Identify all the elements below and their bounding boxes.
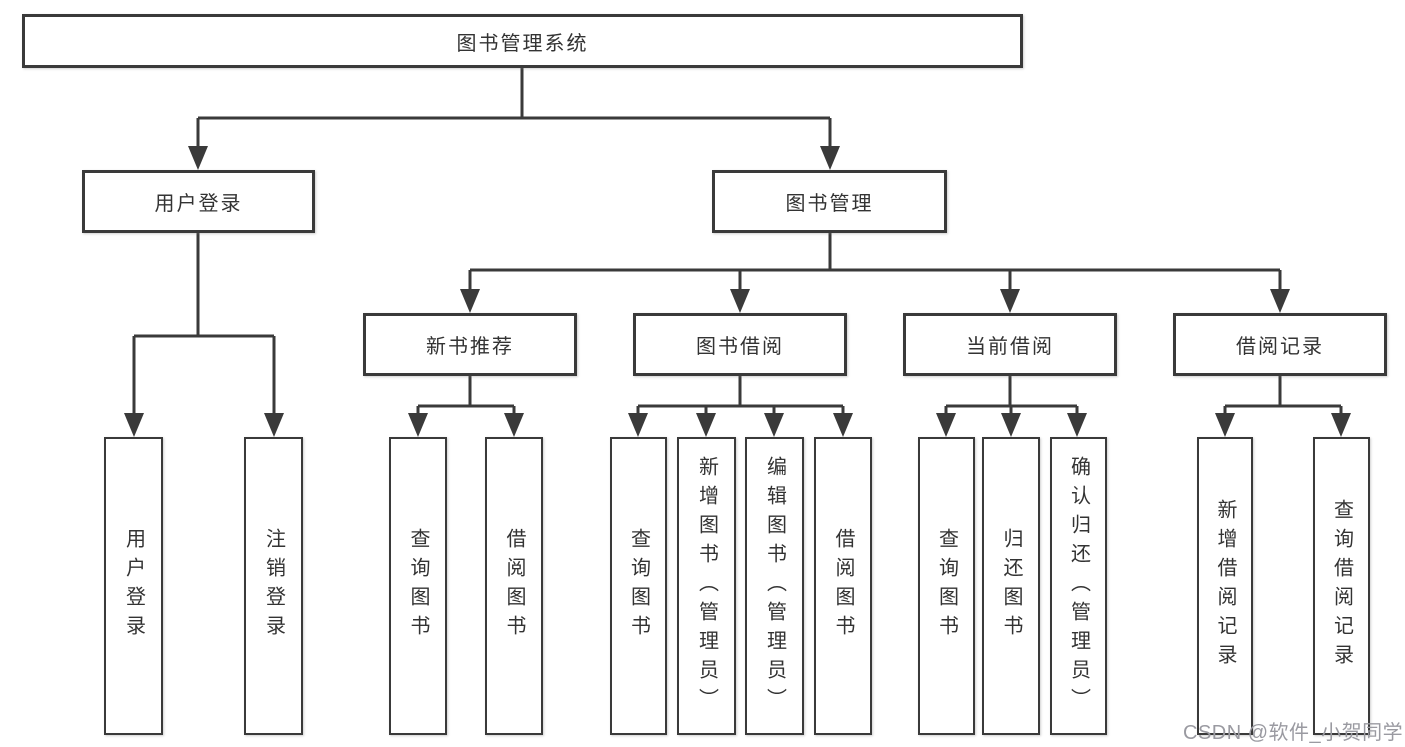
arrowhead (1215, 413, 1235, 437)
edge-lines-borrow-record (1223, 376, 1343, 417)
arrowhead (1067, 413, 1087, 437)
leaf-add-book-admin: 新增图书（管理员） (677, 437, 736, 735)
leaf-borrow-book-2: 借阅图书 (814, 437, 872, 735)
node-new-book-recommend: 新书推荐 (363, 313, 577, 376)
edges-root-to-level2 (188, 68, 840, 170)
node-borrow-record: 借阅记录 (1173, 313, 1387, 376)
arrowhead-new-book (460, 289, 480, 313)
arrowhead (696, 413, 716, 437)
arrowhead-leaf-logout (264, 413, 284, 437)
edge-lines-book-borrow (636, 376, 845, 417)
edges-new-book-branch (408, 376, 524, 437)
leaf-logout: 注销登录 (244, 437, 303, 735)
arrowhead-book-mgmt (820, 146, 840, 170)
arrowhead (408, 413, 428, 437)
node-book-management: 图书管理 (712, 170, 947, 233)
edge-lines-current-borrow (944, 376, 1079, 417)
leaf-add-borrow-record: 新增借阅记录 (1197, 437, 1253, 735)
arrowhead-current-borrow (1000, 289, 1020, 313)
arrowhead (764, 413, 784, 437)
edge-lines-book-mgmt (468, 233, 1282, 293)
leaf-query-book-1: 查询图书 (389, 437, 447, 735)
arrowhead-book-borrow (730, 289, 750, 313)
edges-borrow-record-branch (1215, 376, 1351, 437)
arrowhead (1001, 413, 1021, 437)
leaf-edit-book-admin: 编辑图书（管理员） (745, 437, 804, 735)
arrowhead (833, 413, 853, 437)
edges-current-borrow-branch (936, 376, 1087, 437)
arrowhead-leaf-login (124, 413, 144, 437)
edge-lines-root (196, 68, 832, 150)
leaf-borrow-book-1: 借阅图书 (485, 437, 543, 735)
edges-user-login-branch (124, 233, 284, 437)
node-root-system: 图书管理系统 (22, 14, 1023, 68)
edges-book-mgmt-to-level3 (460, 233, 1290, 313)
leaf-user-login: 用户登录 (104, 437, 163, 735)
edge-lines-user-login (132, 233, 276, 417)
leaf-query-borrow-record: 查询借阅记录 (1313, 437, 1370, 735)
arrowhead-borrow-record (1270, 289, 1290, 313)
edge-lines-new-book (416, 376, 516, 417)
node-user-login: 用户登录 (82, 170, 315, 233)
leaf-query-book-2: 查询图书 (610, 437, 667, 735)
arrowhead (936, 413, 956, 437)
node-book-borrow: 图书借阅 (633, 313, 847, 376)
arrowhead (628, 413, 648, 437)
csdn-watermark: CSDN @软件_小贺同学 (1183, 722, 1404, 744)
arrowhead-user-login (188, 146, 208, 170)
arrowhead (504, 413, 524, 437)
leaf-query-book-3: 查询图书 (918, 437, 975, 735)
edges-book-borrow-branch (628, 376, 853, 437)
leaf-confirm-return-admin: 确认归还（管理员） (1050, 437, 1107, 735)
node-current-borrow: 当前借阅 (903, 313, 1117, 376)
arrowhead (1331, 413, 1351, 437)
leaf-return-book: 归还图书 (982, 437, 1040, 735)
